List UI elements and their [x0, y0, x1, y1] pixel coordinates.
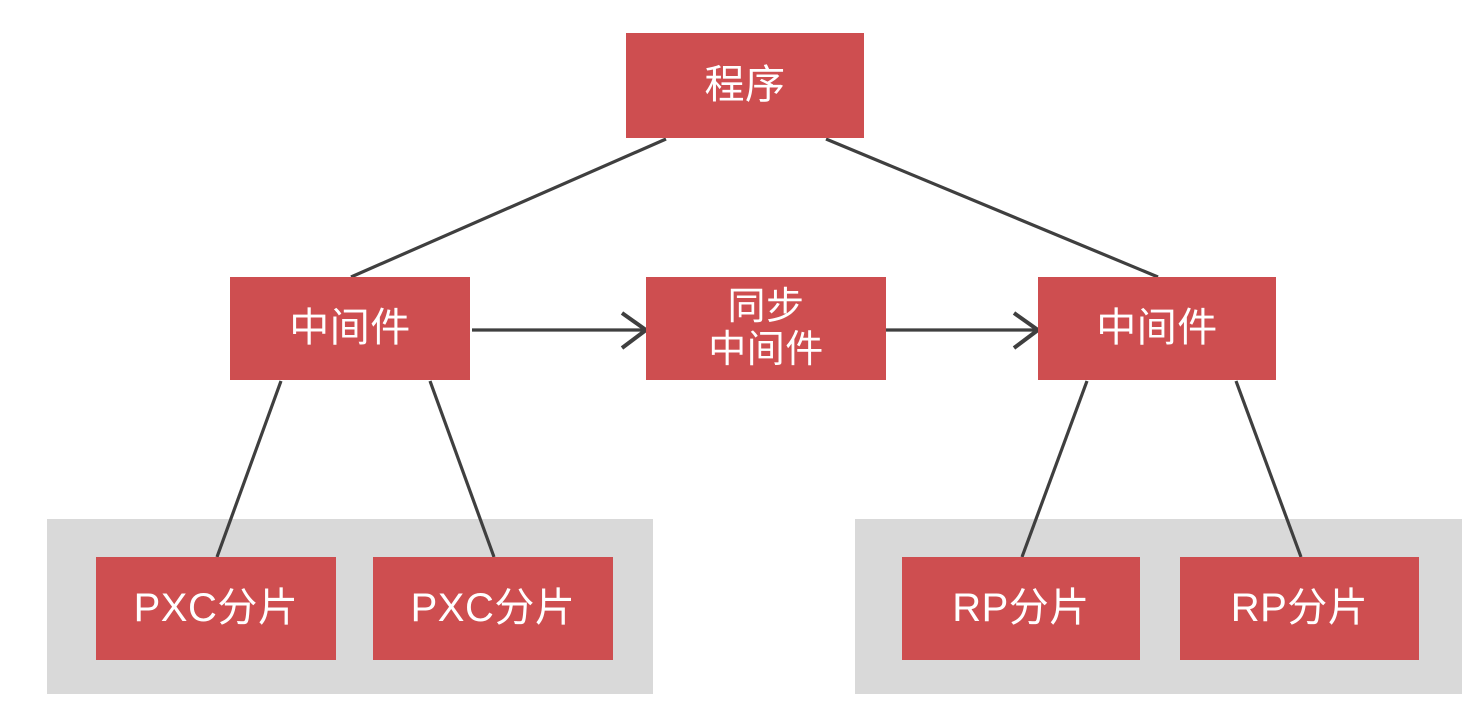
node-rp-shard-1-label: RP分片	[952, 586, 1090, 631]
node-middleware-right[interactable]: 中间件	[1038, 277, 1276, 380]
arrowhead-mw-left-to-sync	[620, 311, 650, 350]
node-middleware-left[interactable]: 中间件	[230, 277, 470, 380]
node-app-label: 程序	[704, 63, 786, 108]
edge-app-to-mw-left	[350, 137, 667, 279]
node-rp-shard-1[interactable]: RP分片	[902, 557, 1140, 660]
node-pxc-shard-1[interactable]: PXC分片	[96, 557, 336, 660]
node-middleware-right-label: 中间件	[1096, 306, 1218, 351]
node-pxc-shard-2-label: PXC分片	[410, 586, 576, 631]
node-middleware-left-label: 中间件	[289, 306, 411, 351]
node-app[interactable]: 程序	[626, 33, 864, 138]
edge-app-to-mw-right	[825, 137, 1159, 279]
node-rp-shard-2-label: RP分片	[1230, 586, 1369, 631]
node-sync-middleware[interactable]: 同步 中间件	[646, 277, 886, 380]
node-rp-shard-2[interactable]: RP分片	[1180, 557, 1419, 660]
node-sync-middleware-label: 同步 中间件	[708, 285, 824, 371]
node-pxc-shard-2[interactable]: PXC分片	[373, 557, 613, 660]
arrowhead-sync-to-mw-right	[1012, 311, 1042, 350]
node-pxc-shard-1-label: PXC分片	[133, 586, 299, 631]
